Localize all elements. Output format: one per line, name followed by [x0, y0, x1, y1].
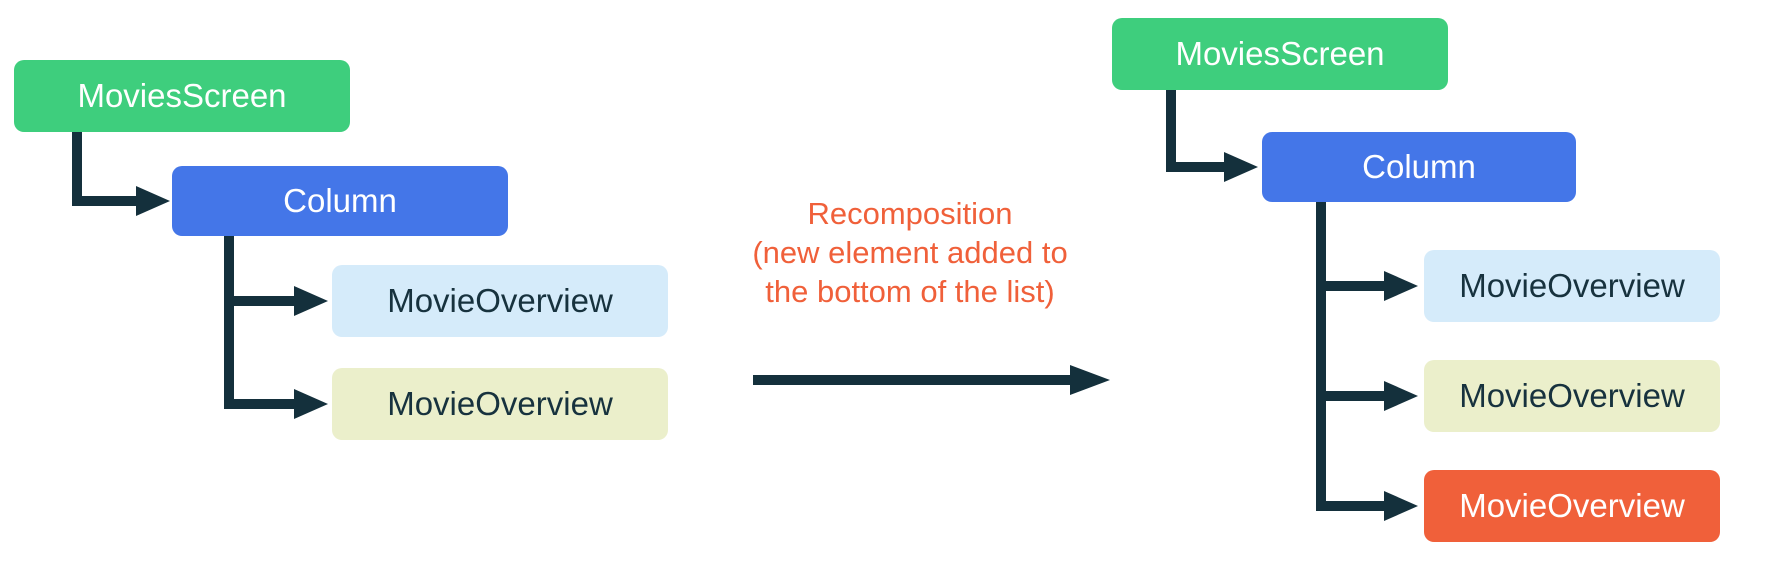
arrowhead-icon [294, 286, 328, 316]
node-column: Column [172, 166, 508, 236]
transition-arrow-line [753, 375, 1070, 385]
transition-arrowhead-icon [1070, 365, 1110, 395]
node-movieoverview-new: MovieOverview [1424, 470, 1720, 542]
node-moviesscreen: MoviesScreen [14, 60, 350, 132]
caption-line-1: Recomposition [807, 196, 1013, 231]
connector-column-to-movieoverview-new-hline [1316, 501, 1384, 511]
node-movieoverview-2: MovieOverview [332, 368, 668, 440]
node-moviesscreen: MoviesScreen [1112, 18, 1448, 90]
caption-line-2: (new element added to [752, 235, 1068, 270]
connector-column-to-movieoverview1-hline [1316, 281, 1384, 291]
arrowhead-icon [1384, 271, 1418, 301]
arrowhead-icon [1224, 152, 1258, 182]
node-movieoverview-2: MovieOverview [1424, 360, 1720, 432]
connector-column-to-movieoverview2-hline [224, 399, 294, 409]
connector-moviesscreen-to-column-hline [72, 196, 136, 206]
node-column: Column [1262, 132, 1576, 202]
node-movieoverview-1: MovieOverview [332, 265, 668, 337]
arrowhead-icon [294, 389, 328, 419]
node-movieoverview-1: MovieOverview [1424, 250, 1720, 322]
arrowhead-icon [1384, 381, 1418, 411]
caption-line-3: the bottom of the list) [765, 274, 1055, 309]
connector-column-to-movieoverview2-hline [1316, 391, 1384, 401]
arrowhead-icon [136, 186, 170, 216]
recomposition-caption: Recomposition (new element added to the … [655, 194, 1165, 311]
connector-column-trunk-vline [1316, 202, 1326, 511]
arrowhead-icon [1384, 491, 1418, 521]
connector-moviesscreen-to-column-vline [1166, 90, 1176, 172]
connector-moviesscreen-to-column-hline [1166, 162, 1224, 172]
connector-column-trunk-vline [224, 236, 234, 409]
connector-moviesscreen-to-column-vline [72, 132, 82, 206]
connector-column-to-movieoverview1-hline [224, 296, 294, 306]
